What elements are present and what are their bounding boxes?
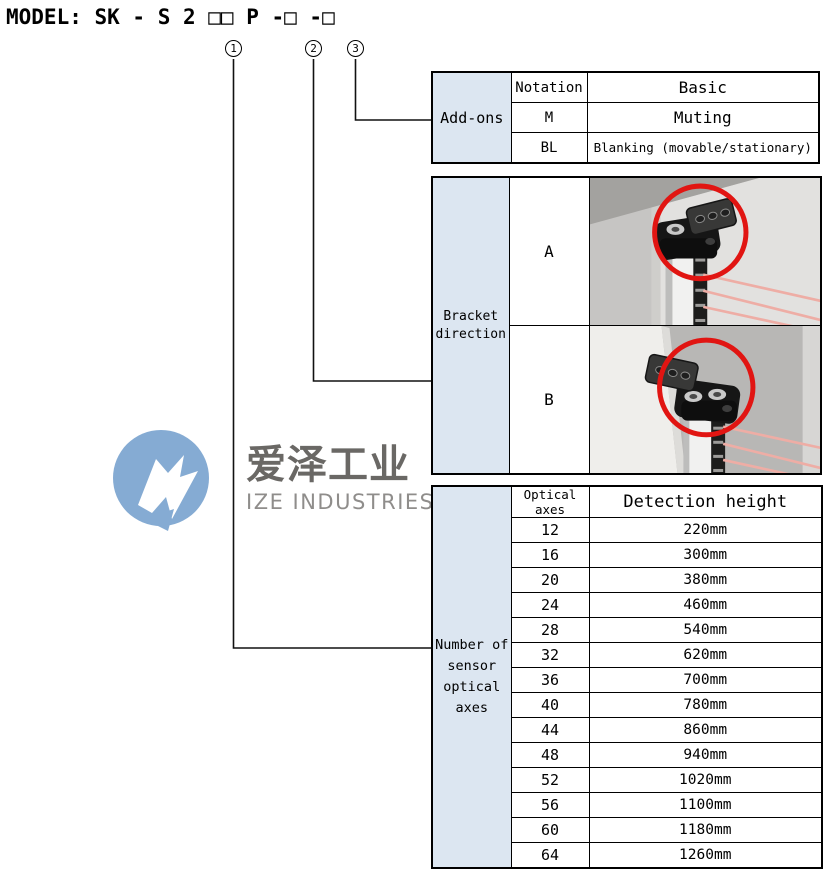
optical-axes-value: 56 — [510, 792, 590, 818]
detection-height-value: 1180mm — [588, 817, 823, 843]
optical-axes-value: 48 — [510, 742, 590, 768]
detection-height-value: 1100mm — [588, 792, 823, 818]
callout-marker-2: 2 — [305, 40, 322, 57]
bracket-row-b: B — [432, 325, 822, 475]
detection-height-value: 380mm — [588, 567, 823, 593]
notation-value: M — [510, 102, 588, 133]
addons-label: Add-ons — [431, 71, 512, 164]
detection-height-value: 780mm — [588, 692, 823, 718]
addon-desc: Blanking (movable/stationary) — [586, 132, 820, 164]
highlight-circle — [651, 183, 748, 282]
callout-marker-1: 1 — [225, 40, 242, 57]
optical-axes-value: 60 — [510, 817, 590, 843]
bracket-option-a: A — [508, 176, 590, 326]
optical-axes-value: 44 — [510, 717, 590, 743]
detection-height-value: 1260mm — [588, 842, 823, 868]
detection-height-value: 300mm — [588, 542, 823, 568]
bracket-direction-table: Bracket direction A — [431, 176, 822, 475]
optical-axes-value: 32 — [510, 642, 590, 668]
addons-table: Add-ons Notation Basic M Muting BL Blank… — [431, 71, 820, 164]
optical-axes-value: 24 — [510, 592, 590, 618]
detection-height-value: 460mm — [588, 592, 823, 618]
detection-height-value: 860mm — [588, 717, 823, 743]
leader-line-1 — [232, 59, 431, 649]
ize-logo-icon — [113, 430, 209, 531]
sensor-bracket-a-illustration — [590, 178, 820, 325]
leader-line-3 — [354, 59, 431, 121]
optical-axes-value: 20 — [510, 567, 590, 593]
detection-height-value: 540mm — [588, 617, 823, 643]
sensor-bracket-b-illustration — [590, 326, 820, 473]
optical-axes-value: 64 — [510, 842, 590, 868]
bracket-row-a: Bracket direction A — [431, 176, 822, 475]
detection-height-value: 620mm — [588, 642, 823, 668]
leader-line-2 — [312, 59, 431, 382]
optical-axes-value: 28 — [510, 617, 590, 643]
optical-axes-value: 12 — [510, 517, 590, 543]
bracket-direction-label: Bracket direction — [431, 176, 510, 475]
axes-count-label: Number of sensor optical axes — [431, 485, 512, 868]
addons-row: M Muting — [432, 102, 820, 133]
optical-axes-table: Number of sensor optical axes Optical ax… — [431, 485, 823, 869]
optical-axes-header: Optical axes — [510, 485, 590, 518]
optical-axes-value: 40 — [510, 692, 590, 718]
optical-axes-value: 16 — [510, 542, 590, 568]
optical-axes-value: 52 — [510, 767, 590, 793]
bracket-a-image — [588, 176, 822, 326]
detection-height-value: 220mm — [588, 517, 823, 543]
bracket-option-b: B — [508, 325, 590, 475]
detection-height-value: 700mm — [588, 667, 823, 693]
highlight-circle — [656, 337, 755, 438]
callout-marker-3: 3 — [347, 40, 364, 57]
addons-row: Add-ons Notation Basic — [431, 71, 820, 164]
bracket-b-image — [588, 325, 822, 475]
detection-height-header: Detection height — [588, 485, 823, 518]
addon-desc: Muting — [586, 102, 820, 133]
addon-desc: Basic — [586, 71, 820, 103]
optical-axes-value: 36 — [510, 667, 590, 693]
notation-header: Notation — [510, 71, 588, 103]
axes-header-row: Number of sensor optical axes Optical ax… — [431, 485, 823, 868]
detection-height-value: 940mm — [588, 742, 823, 768]
model-code-title: MODEL: SK - S 2 □□ P -□ -□ — [6, 5, 335, 29]
detection-height-value: 1020mm — [588, 767, 823, 793]
addons-row: BL Blanking (movable/stationary) — [432, 132, 820, 164]
notation-value: BL — [510, 132, 588, 164]
